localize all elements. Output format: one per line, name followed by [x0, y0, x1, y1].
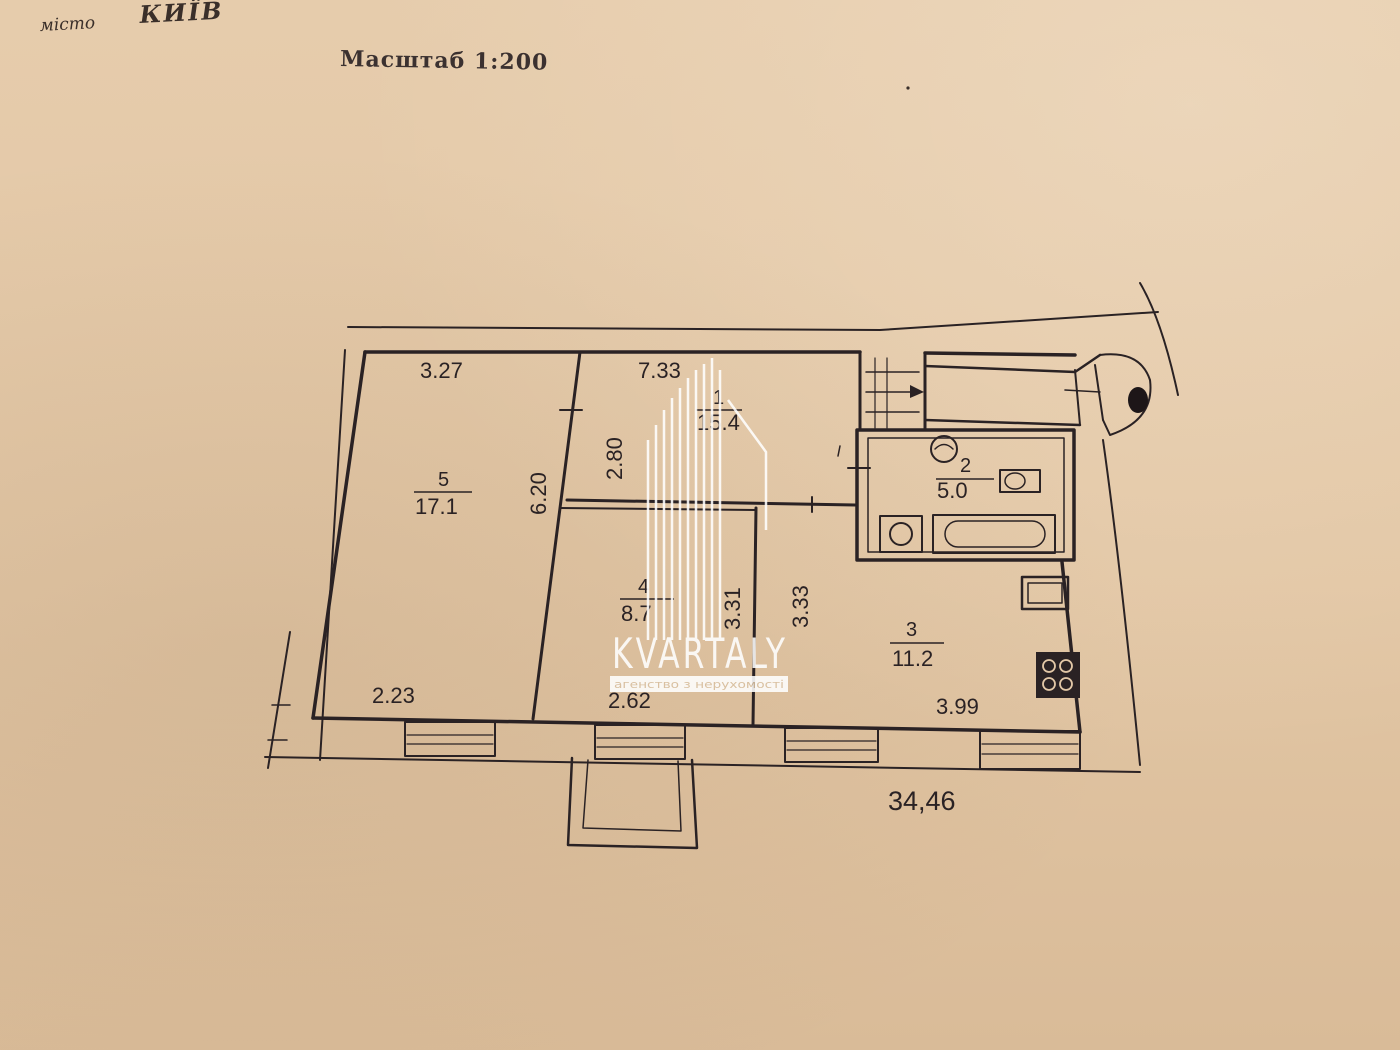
- stove-burner-3: [1042, 677, 1056, 691]
- window-room4-glazing: [596, 737, 684, 748]
- outer-top-line: [347, 311, 1159, 331]
- scale-label: Масштаб 1:200: [340, 46, 549, 76]
- wall-left: [311, 350, 367, 720]
- stove-burner-2: [1059, 659, 1073, 673]
- wall-room4-room3: [751, 506, 758, 727]
- entrance-arrow-icon: [910, 385, 924, 398]
- wall-room5-partition: [531, 350, 582, 721]
- room-2-label: 2 5.0: [936, 455, 994, 503]
- dim-room3-bottom: 3.99: [936, 694, 979, 719]
- room-5-label: 5 17.1: [414, 469, 472, 519]
- outer-left-line: [319, 349, 346, 761]
- window-kitchen-glazing: [981, 743, 1079, 755]
- room-2-area: 5.0: [937, 478, 968, 503]
- window-room4: [594, 724, 686, 760]
- outer-left-extension: [267, 631, 291, 769]
- dim-room4-length: 3.31: [720, 587, 745, 630]
- room-4-area: 8.7: [621, 601, 652, 626]
- wall-top: [363, 350, 1077, 357]
- wall-room4-top: [559, 507, 757, 511]
- paper-speck: [906, 86, 910, 90]
- outer-right-curve: [1139, 282, 1179, 396]
- washing-machine-icon: [879, 515, 923, 553]
- stove-burner-1: [1042, 659, 1056, 673]
- riser-wall: [1099, 353, 1152, 436]
- stove-burner-4: [1059, 677, 1073, 691]
- sink-icon: [930, 435, 958, 463]
- window-kitchen: [979, 730, 1081, 770]
- stair-rails: [874, 357, 888, 429]
- stove-icon: [1036, 652, 1080, 698]
- room-3-area: 11.2: [892, 646, 933, 671]
- window-room5-glazing: [406, 734, 494, 745]
- room-5-number: 5: [438, 469, 449, 491]
- bathroom-walls: [855, 428, 1076, 562]
- corridor-door-swing: [1064, 389, 1101, 393]
- room-1-number: 1: [713, 387, 724, 409]
- city-name: КИЇВ: [138, 0, 224, 29]
- gas-riser-icon: [1128, 387, 1148, 413]
- room-4-number: 4: [638, 576, 649, 598]
- boundary-ticks: [267, 704, 291, 741]
- dim-room1-depth: 2.80: [602, 437, 627, 480]
- dim-room5-width: 3.27: [420, 358, 463, 383]
- sink-basin: [934, 443, 954, 450]
- room-2-number: 2: [960, 455, 971, 477]
- kitchen-sink-icon: [1020, 575, 1070, 611]
- window-room5: [404, 721, 496, 757]
- watermark-tagline-band: [610, 676, 788, 692]
- tick-small: [837, 445, 841, 457]
- room-3-label: 3 11.2: [890, 619, 944, 671]
- bathtub-icon: [932, 514, 1056, 554]
- watermark-name: KVARTALY: [612, 629, 788, 678]
- room-3-number: 3: [906, 619, 917, 641]
- washing-machine-drum: [889, 522, 913, 546]
- corridor-door: [1074, 364, 1104, 426]
- dim-room5-bottom: 2.23: [372, 683, 415, 708]
- window-room3-glazing: [786, 740, 877, 751]
- kitchen-sink-basin: [1027, 582, 1063, 604]
- outer-right-line: [1102, 439, 1141, 766]
- toilet-bowl-icon: [1004, 472, 1026, 490]
- wall-bottom: [311, 716, 1082, 734]
- room-5-area: 17.1: [415, 494, 458, 519]
- bathtub-inner: [944, 520, 1046, 548]
- balcony-inner: [582, 759, 682, 832]
- city-caption: місто: [39, 13, 95, 36]
- total-area: 34,46: [888, 786, 956, 816]
- toilet-tank-icon: [999, 469, 1041, 493]
- balcony-outline: [566, 756, 699, 850]
- watermark-logo-icon: [646, 358, 768, 640]
- dim-room3-length: 3.33: [788, 585, 813, 628]
- dim-room4-bottom: 2.62: [608, 688, 651, 713]
- kvartaly-watermark: KVARTALY агенство з нерухомості: [610, 358, 788, 692]
- wall-right-kitchen: [1060, 560, 1082, 734]
- dim-room1-width: 7.33: [638, 358, 681, 383]
- window-room3: [784, 727, 879, 763]
- dim-room5-length: 6.20: [526, 472, 551, 515]
- watermark-tagline: агенство з нерухомості: [614, 678, 784, 691]
